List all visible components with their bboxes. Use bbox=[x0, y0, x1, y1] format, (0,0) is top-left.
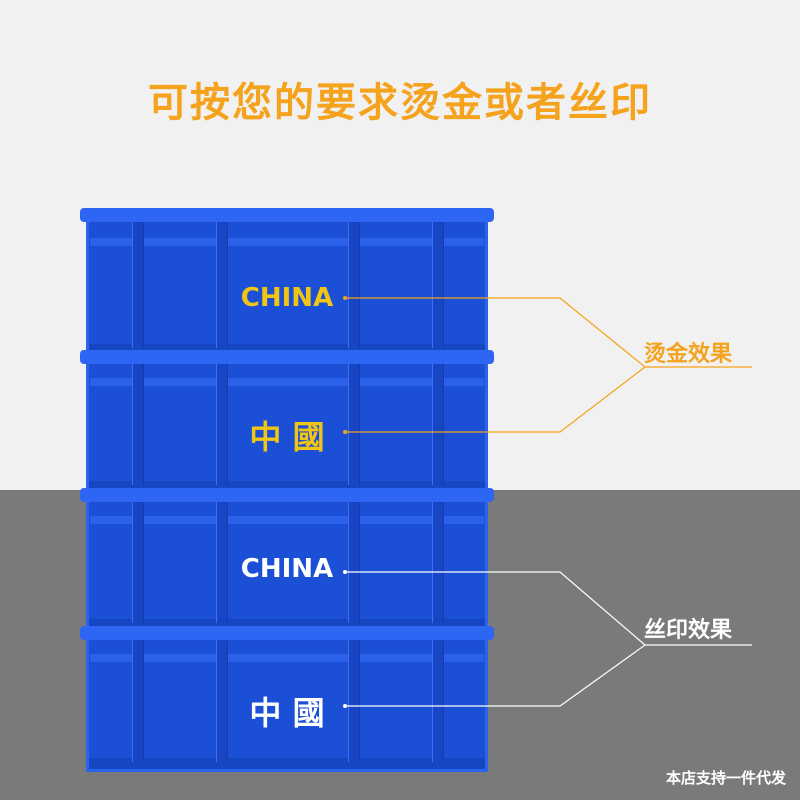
callout-line-gold-1 bbox=[345, 297, 752, 368]
callout-line-gold-2 bbox=[345, 366, 646, 433]
crate-band bbox=[90, 378, 484, 386]
crate-print-china-gold: CHINA bbox=[240, 283, 334, 313]
crate-print-china-white: CHINA bbox=[240, 554, 334, 584]
crate-rib bbox=[348, 222, 360, 348]
callout-line-white-2 bbox=[345, 644, 646, 707]
crate-rib bbox=[132, 502, 144, 623]
crate-rib bbox=[216, 364, 228, 485]
crate-rib bbox=[348, 502, 360, 623]
headline: 可按您的要求烫金或者丝印 bbox=[148, 80, 652, 126]
callout-dot bbox=[343, 570, 347, 574]
callout-dot bbox=[343, 296, 347, 300]
crate-rim bbox=[80, 208, 494, 222]
footer-note: 本店支持一件代发 bbox=[665, 769, 786, 787]
crate-rim bbox=[80, 626, 494, 640]
crate-rib bbox=[432, 640, 444, 762]
callout-dot bbox=[343, 704, 347, 708]
crate-rib bbox=[432, 364, 444, 485]
crate-rim bbox=[80, 350, 494, 364]
callout-dot bbox=[343, 430, 347, 434]
crate-rib bbox=[348, 640, 360, 762]
crate-1: CHINA bbox=[80, 208, 494, 358]
crate-rim bbox=[80, 488, 494, 502]
crate-rib bbox=[432, 222, 444, 348]
callout-line-white-1 bbox=[345, 571, 752, 646]
crate-band bbox=[90, 654, 484, 662]
crate-rib bbox=[348, 364, 360, 485]
callout-silk-screen: 丝印效果 bbox=[644, 618, 733, 643]
crate-rib bbox=[216, 502, 228, 623]
crate-print-zhongguo-white: 中 國 bbox=[249, 694, 325, 732]
crate-rib bbox=[132, 640, 144, 762]
crate-rib bbox=[216, 640, 228, 762]
crate-rib bbox=[216, 222, 228, 348]
callout-hot-stamping: 烫金效果 bbox=[644, 342, 733, 367]
crate-rib bbox=[132, 222, 144, 348]
crate-rib bbox=[132, 364, 144, 485]
crate-band bbox=[90, 516, 484, 524]
crate-2: 中 國 bbox=[80, 350, 494, 495]
crate-rib bbox=[432, 502, 444, 623]
crate-3: CHINA bbox=[80, 488, 494, 633]
crate-4: 中 國 bbox=[80, 626, 494, 772]
crate-print-zhongguo-gold: 中 國 bbox=[249, 418, 325, 456]
crate-band bbox=[90, 238, 484, 246]
